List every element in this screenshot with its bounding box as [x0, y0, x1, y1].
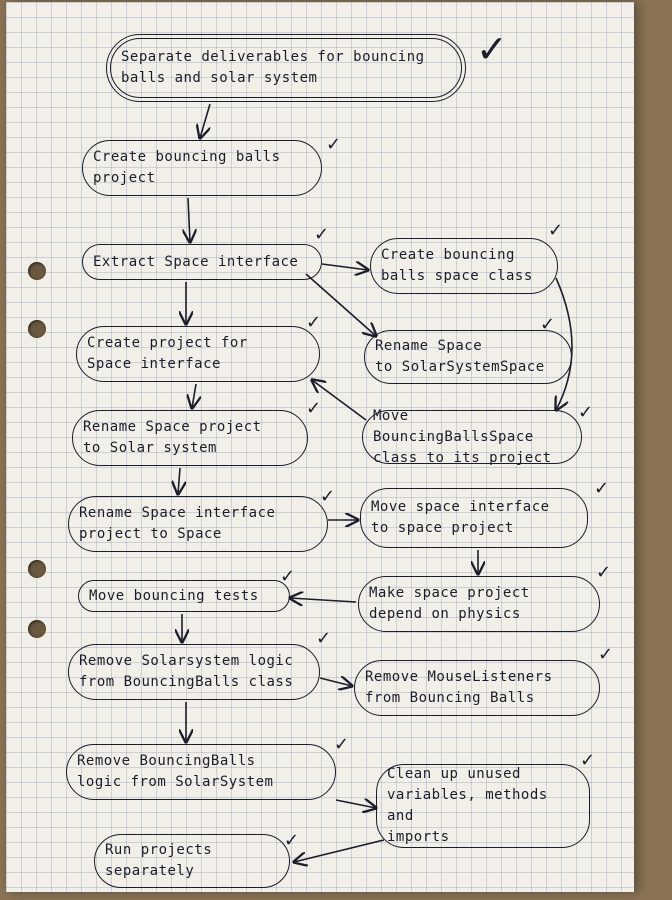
checkmark-icon: ✓ — [596, 562, 612, 583]
binder-hole-4 — [28, 620, 46, 638]
edge-n3-n4 — [321, 264, 368, 270]
edge-n1-n2 — [200, 103, 211, 138]
node-rename-space-interface-project: Rename Space interface project to Space — [68, 496, 328, 552]
checkmark-icon: ✓ — [580, 750, 596, 771]
checkmark-icon: ✓ — [540, 314, 556, 335]
node-label: Rename Space interface project to Space — [79, 505, 276, 542]
checkmark-icon: ✓ — [476, 27, 508, 71]
node-label: Remove Solarsystem logic from BouncingBa… — [79, 653, 294, 690]
node-label: Clean up unused variables, methods and i… — [387, 766, 548, 845]
edge-n2-n3 — [188, 197, 190, 242]
edge-n13-n14 — [319, 678, 352, 686]
checkmark-icon: ✓ — [306, 398, 322, 419]
binder-hole-2 — [28, 320, 46, 338]
node-label: Move space interface to space project — [371, 499, 550, 536]
checkmark-icon: ✓ — [320, 486, 336, 507]
node-label: Remove MouseListeners from Bouncing Ball… — [365, 669, 553, 706]
node-create-bouncing-balls-space-class: Create bouncing balls space class — [370, 238, 558, 294]
binder-hole-1 — [28, 262, 46, 280]
node-label: Rename Space to SolarSystemSpace — [375, 338, 545, 375]
node-make-space-project-depend-on-physics: Make space project depend on physics — [358, 576, 600, 632]
edge-n7-n9 — [178, 467, 180, 494]
checkmark-icon: ✓ — [280, 566, 296, 587]
node-label: Separate deliverables for bouncing balls… — [121, 49, 425, 86]
node-rename-space-project-to-solar-system: Rename Space project to Solar system — [72, 410, 308, 466]
checkmark-icon: ✓ — [314, 224, 330, 245]
node-label: Create project for Space interface — [87, 335, 248, 372]
checkmark-icon: ✓ — [548, 220, 564, 241]
node-remove-solarsystem-logic: Remove Solarsystem logic from BouncingBa… — [68, 644, 320, 700]
checkmark-icon: ✓ — [284, 830, 300, 851]
node-extract-space-interface: Extract Space interface — [82, 244, 322, 280]
node-clean-up-unused: Clean up unused variables, methods and i… — [376, 764, 590, 848]
node-label: Remove BouncingBalls logic from SolarSys… — [77, 753, 274, 790]
node-label: Extract Space interface — [93, 253, 299, 270]
node-move-bouncing-tests: Move bouncing tests — [78, 580, 290, 612]
node-create-project-for-space-interface: Create project for Space interface — [76, 326, 320, 382]
node-create-bouncing-balls-project: Create bouncing balls project — [82, 140, 322, 196]
binder-hole-3 — [28, 560, 46, 578]
node-move-space-interface-to-space-project: Move space interface to space project — [360, 488, 588, 548]
checkmark-icon: ✓ — [578, 402, 594, 423]
checkmark-icon: ✓ — [306, 312, 322, 333]
checkmark-icon: ✓ — [594, 478, 610, 499]
node-remove-bouncingballs-logic: Remove BouncingBalls logic from SolarSys… — [66, 744, 336, 800]
checkmark-icon: ✓ — [326, 134, 342, 155]
edge-n4-n8 — [556, 277, 573, 410]
node-label: Move bouncing tests — [89, 587, 259, 604]
edge-n15-n16 — [335, 800, 376, 808]
graph-paper — [6, 2, 634, 892]
node-label: Create bouncing balls project — [93, 149, 281, 186]
node-label: Create bouncing balls space class — [381, 247, 533, 284]
node-rename-space-to-solarsystemspace: Rename Space to SolarSystemSpace — [364, 330, 572, 384]
checkmark-icon: ✓ — [334, 734, 350, 755]
edge-n3-n6 — [305, 273, 376, 336]
node-label: Rename Space project to Solar system — [83, 419, 262, 456]
node-label: Run projects separately — [105, 842, 213, 879]
node-label: Move BouncingBallsSpace class to its pro… — [373, 407, 552, 466]
edge-n5-n7 — [192, 383, 196, 408]
checkmark-icon: ✓ — [316, 628, 332, 649]
edge-n12-n11 — [290, 598, 357, 602]
edge-n8-n5 — [312, 380, 367, 421]
node-remove-mouselisteners: Remove MouseListeners from Bouncing Ball… — [354, 660, 600, 716]
node-label: Make space project depend on physics — [369, 585, 530, 622]
edge-n16-n17 — [294, 839, 385, 862]
checkmark-icon: ✓ — [598, 644, 614, 665]
node-move-bouncingballsspace-class: Move BouncingBallsSpace class to its pro… — [362, 408, 582, 466]
node-separate-deliverables: Separate deliverables for bouncing balls… — [106, 34, 466, 102]
node-run-projects-separately: Run projects separately — [94, 834, 290, 888]
